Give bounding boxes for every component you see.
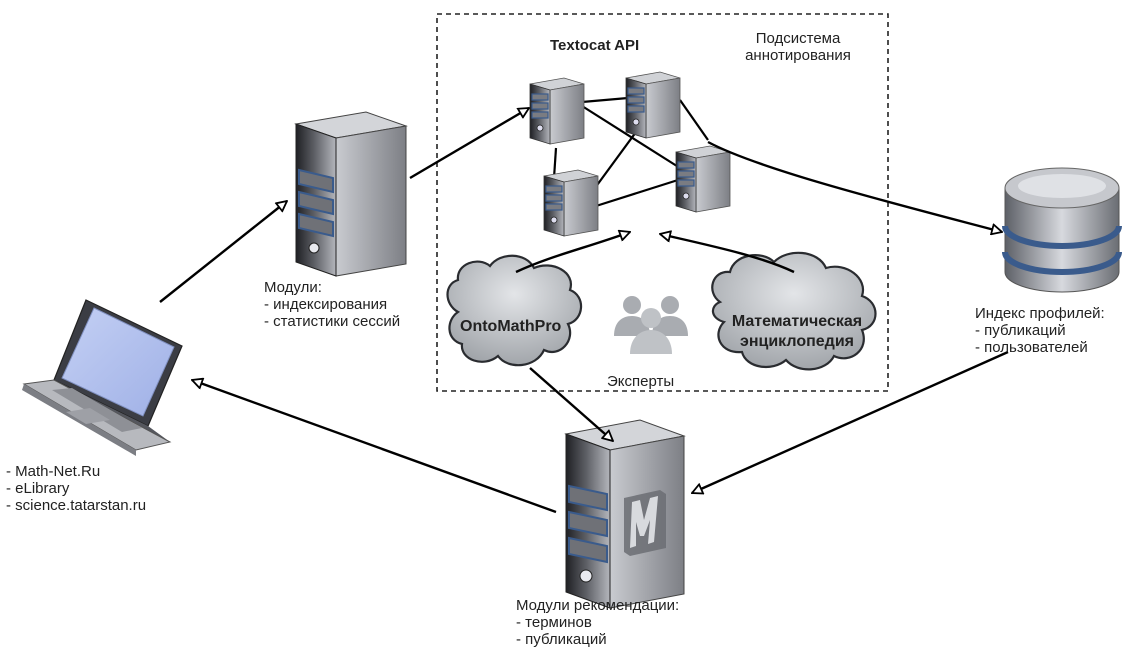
source-item: - eLibrary [6, 480, 70, 497]
source-item: - science.tatarstan.ru [6, 497, 147, 514]
textocat-server-2 [625, 71, 681, 139]
cloud-encyclopedia-label-line1: Математическая [731, 313, 863, 330]
profile-index-item: - пользователей [975, 339, 1088, 356]
recommendation-modules-item: - терминов [516, 614, 592, 631]
annotation-subsystem-title-line1: Подсистема [755, 30, 841, 47]
cluster-links [552, 96, 709, 208]
recommendation-modules-label: Модули рекомендации: - терминов - публик… [516, 597, 679, 648]
arrow-recommendation-to-laptop [192, 380, 557, 514]
arrow-textocat-to-index [707, 140, 1002, 232]
arrow-index-to-recommendation [692, 350, 1009, 493]
cloud-ontomathpro-label: OntoMathPro [460, 318, 562, 335]
annotation-subsystem-title: Подсистема аннотирования [718, 30, 878, 64]
experts-icon [614, 296, 688, 354]
arrow-laptop-to-indexing [159, 201, 287, 303]
math-logo-icon [624, 490, 666, 556]
cloud-encyclopedia-label-line2: энциклопедия [740, 333, 854, 350]
arrow-ontomathpro-to-cluster [515, 232, 630, 274]
experts-label: Эксперты [607, 373, 675, 390]
recommendation-server-icon [564, 419, 686, 609]
textocat-server-4 [675, 145, 731, 213]
arrow-ontomathpro-to-recommendation [529, 367, 613, 441]
cloud-encyclopedia-label: Математическая энциклопедия [712, 312, 882, 352]
indexing-server-icon [294, 111, 408, 277]
profile-index-item: - публикаций [975, 322, 1066, 339]
flow-arrows [159, 106, 1009, 514]
profile-index-database-icon [1002, 167, 1122, 293]
textocat-server-3 [543, 169, 599, 237]
arrow-indexing-to-textocat [409, 106, 529, 180]
indexing-modules-title: Модули: [264, 279, 322, 296]
indexing-modules-item: - статистики сессий [264, 313, 401, 330]
recommendation-modules-title: Модули рекомендации: [516, 597, 680, 614]
sources-label: - Math-Net.Ru - eLibrary - science.tatar… [6, 463, 146, 514]
indexing-modules-item: - индексирования [264, 296, 388, 313]
arrow-encyclopedia-to-cluster [660, 234, 795, 274]
cloud-ontomathpro [446, 254, 583, 367]
profile-index-title: Индекс профилей: [975, 305, 1105, 322]
annotation-subsystem-title-line2: аннотирования [745, 47, 851, 64]
indexing-modules-label: Модули: - индексирования - статистики се… [264, 279, 400, 330]
textocat-api-title: Textocat API [550, 37, 640, 54]
textocat-server-1 [529, 77, 585, 145]
source-item: - Math-Net.Ru [6, 463, 101, 480]
cloud-math-encyclopedia [711, 251, 877, 371]
laptop-icon [22, 299, 183, 456]
profile-index-label: Индекс профилей: - публикаций - пользова… [975, 305, 1105, 356]
recommendation-modules-item: - публикаций [516, 631, 607, 648]
